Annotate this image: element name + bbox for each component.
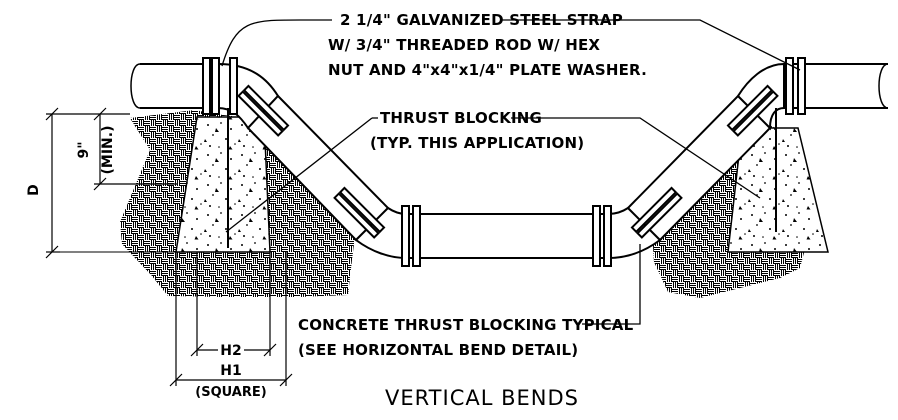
thrust-callout: THRUST BLOCKING (TYP. THIS APPLICATION) (370, 109, 584, 152)
drawing-title: VERTICAL BENDS (385, 386, 579, 410)
dimension-lines (45, 107, 293, 387)
concrete-callout: CONCRETE THRUST BLOCKING TYPICAL (SEE HO… (298, 316, 634, 359)
concrete-callout-line1: CONCRETE THRUST BLOCKING TYPICAL (298, 316, 634, 334)
dim-h2-label: H2 (220, 343, 241, 359)
dim-h1-label: H1 (220, 363, 241, 379)
strap-callout-line1: 2 1/4" GALVANIZED STEEL STRAP (340, 11, 623, 29)
concrete-callout-line2: (SEE HORIZONTAL BEND DETAIL) (298, 341, 578, 359)
leader-lines (221, 19, 801, 325)
pipe-joints (202, 57, 806, 267)
strap-callout-line3: NUT AND 4"x4"x1/4" PLATE WASHER. (328, 61, 647, 79)
strap-callout: 2 1/4" GALVANIZED STEEL STRAP W/ 3/4" TH… (328, 11, 647, 79)
dim-d-label: D (26, 184, 42, 196)
dim-square-label: (SQUARE) (195, 385, 266, 400)
dim-nine-label: 9" (76, 141, 92, 158)
strap-callout-line2: W/ 3/4" THREADED ROD W/ HEX (328, 36, 600, 54)
thrust-callout-line2: (TYP. THIS APPLICATION) (370, 134, 584, 152)
dim-min-label: (MIN.) (100, 126, 116, 175)
steel-straps (227, 108, 777, 248)
right-concrete-block (727, 127, 829, 253)
thrust-callout-line1: THRUST BLOCKING (380, 109, 542, 127)
